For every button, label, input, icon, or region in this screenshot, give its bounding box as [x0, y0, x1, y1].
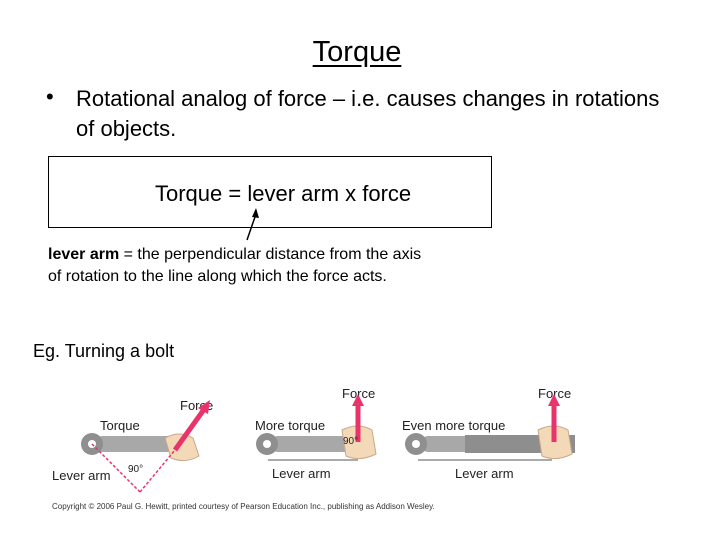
panel2-lever-label: Lever arm [272, 466, 331, 481]
definition-term: lever arm [48, 246, 120, 263]
panel2-force-label: Force [342, 386, 375, 401]
wrench-illustration: Torque Force 90° Lever arm More torque F… [52, 386, 575, 493]
panel-even-more-torque: Even more torque Force Lever arm [402, 386, 575, 481]
panel2-top-label: More torque [255, 418, 325, 433]
panel2-angle-label: 90° [343, 436, 358, 447]
definition-text: = the perpendicular distance from the ax… [48, 246, 422, 285]
panel3-hand [537, 425, 573, 460]
panel1-force-arrow [172, 406, 208, 452]
panel1-top-label: Torque [100, 418, 140, 433]
bullet-marker: • [46, 84, 54, 109]
bullet-line-2: of objects. [76, 116, 177, 141]
panel3-force-label: Force [538, 386, 571, 401]
panel1-hand [164, 433, 200, 462]
panel3-lever-label: Lever arm [455, 466, 514, 481]
panel2-hand [341, 425, 377, 460]
formula-text: Torque = lever arm x force [155, 181, 412, 206]
slide-title: Torque [312, 36, 402, 68]
bullet-line-1: Rotational analog of force – i.e. causes… [76, 86, 660, 111]
panel-torque: Torque Force 90° Lever arm [52, 398, 213, 493]
lever-arm-definition: lever arm = the perpendicular distance f… [48, 244, 428, 288]
example-label: Eg. Turning a bolt [33, 341, 175, 361]
panel3-top-label: Even more torque [402, 418, 505, 433]
copyright-notice: Copyright © 2006 Paul G. Hewitt, printed… [52, 502, 435, 511]
panel1-lever-line [91, 443, 141, 493]
panel-more-torque: More torque Force 90° Lever arm [255, 386, 377, 481]
panel1-angle-label: 90° [128, 464, 143, 475]
panel1-lever-label: Lever arm [52, 468, 111, 483]
formula-box [48, 156, 492, 228]
